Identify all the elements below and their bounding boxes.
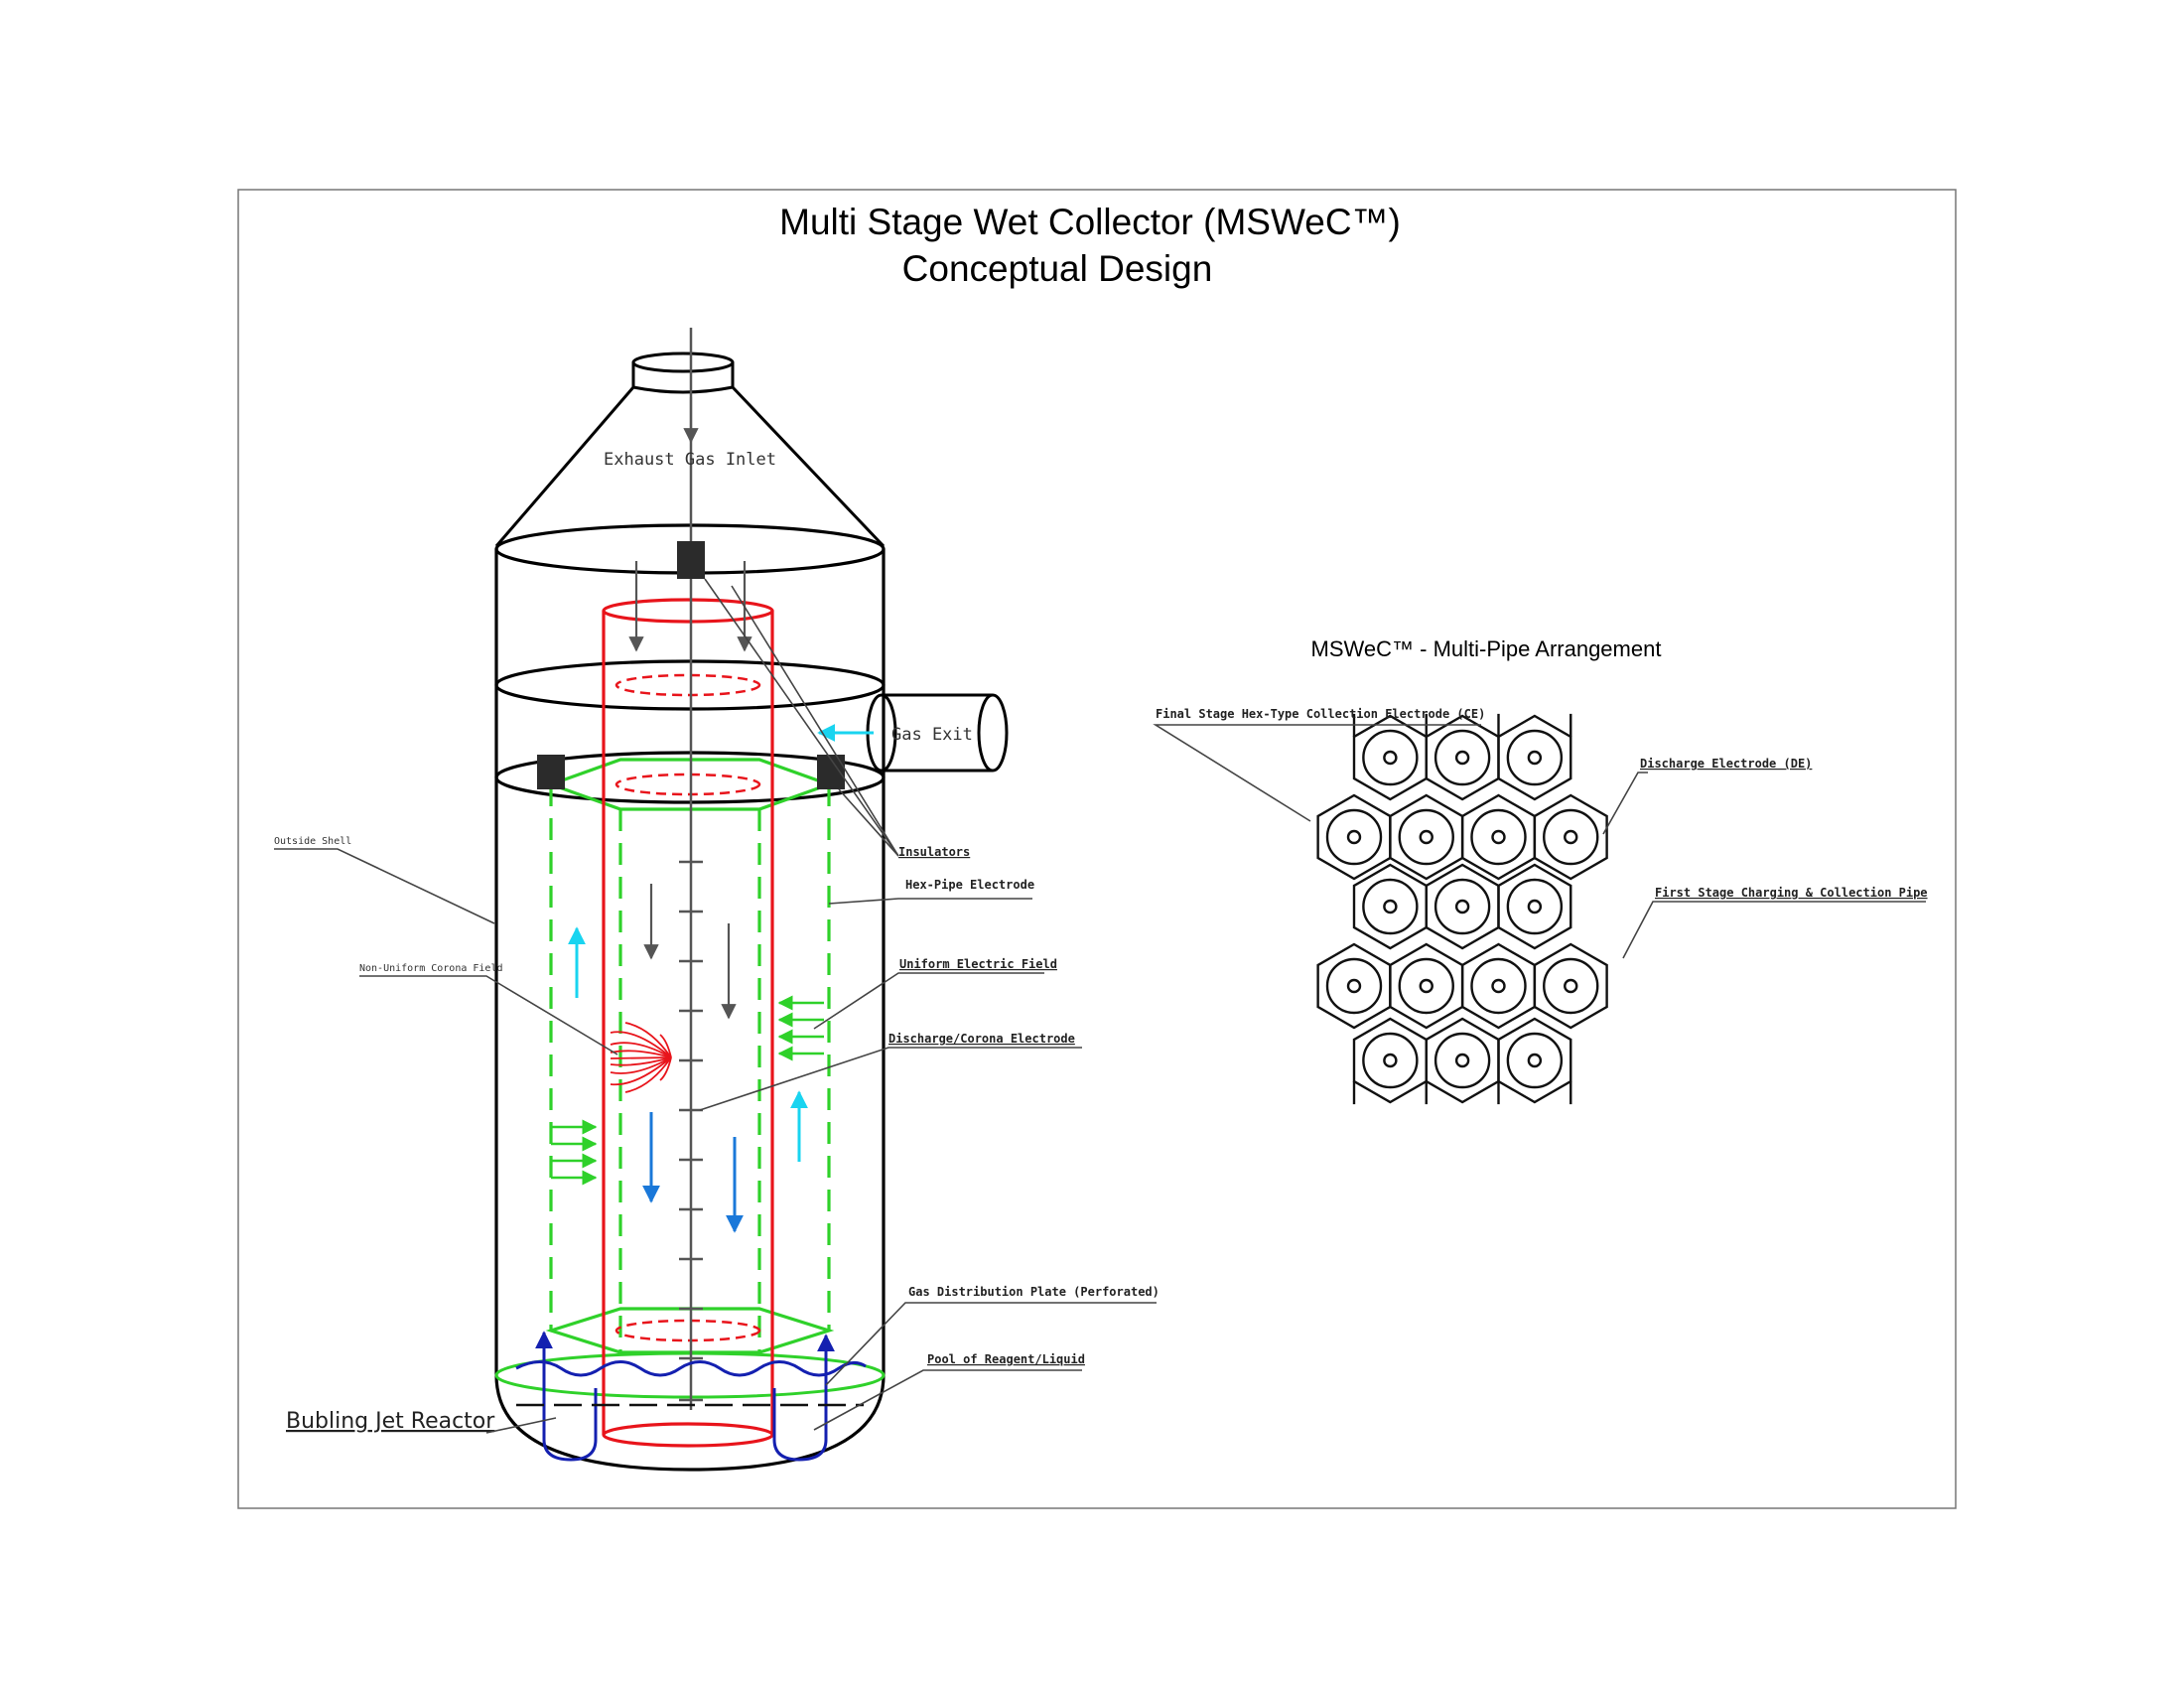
label-bubling-jet-reactor: Bubling Jet Reactor <box>286 1409 495 1434</box>
discharge-electrode <box>1419 829 1433 845</box>
hex-collection-electrode <box>1425 863 1500 950</box>
label-outside-shell: Outside Shell <box>274 836 351 847</box>
multi-pipe-arrangement: MSWeC™ - Multi-Pipe Arrangement Final St… <box>1153 636 1928 1105</box>
charging-collection-pipe <box>1506 878 1564 935</box>
charging-collection-pipe <box>1325 957 1383 1015</box>
discharge-electrode <box>1491 829 1506 845</box>
charging-collection-pipe <box>1543 957 1599 1015</box>
charging-collection-pipe <box>1433 1032 1491 1089</box>
hex-collection-electrode <box>1389 942 1464 1030</box>
label-final-stage-ce: Final Stage Hex-Type Collection Electrod… <box>1156 707 1485 721</box>
label-hex-pipe-electrode: Hex-Pipe Electrode <box>905 878 1034 892</box>
charging-collection-pipe <box>1362 1032 1419 1089</box>
charging-collection-pipe <box>1398 957 1454 1015</box>
charging-collection-pipe <box>1362 878 1419 935</box>
hex-collection-electrode <box>1425 714 1500 801</box>
label-pool-of-reagent: Pool of Reagent/Liquid <box>927 1352 1085 1366</box>
hex-collection-electrode <box>1497 863 1572 950</box>
discharge-electrode <box>1564 978 1578 994</box>
discharge-electrode <box>1419 978 1433 994</box>
hex-collection-electrode <box>1425 1017 1500 1104</box>
hex-collection-electrode <box>1533 793 1608 881</box>
hex-grid <box>1316 713 1608 1105</box>
hex-collection-electrode <box>1460 793 1537 881</box>
charging-collection-pipe <box>1543 808 1599 866</box>
inlet-cone <box>494 385 886 548</box>
insulators <box>537 541 845 789</box>
discharge-electrode <box>1564 829 1578 845</box>
discharge-electrode <box>1383 1053 1398 1068</box>
label-non-uniform-corona-field: Non-Uniform Corona Field <box>359 963 503 974</box>
charging-collection-pipe <box>1433 729 1491 786</box>
discharge-electrode <box>1346 978 1362 994</box>
bubbling-jet-reactor <box>515 1331 867 1462</box>
insulator-top <box>677 541 705 579</box>
hex-collection-electrode <box>1389 793 1464 881</box>
hex-collection-electrode <box>1497 1017 1572 1104</box>
insulator-left <box>537 755 565 789</box>
label-gas-exit: Gas Exit <box>891 725 973 745</box>
charging-collection-pipe <box>1325 808 1383 866</box>
arrangement-title: MSWeC™ - Multi-Pipe Arrangement <box>1311 636 1662 661</box>
discharge-electrode <box>1383 899 1398 914</box>
charging-collection-pipe <box>1362 729 1419 786</box>
discharge-electrode <box>1491 978 1506 994</box>
page-subtitle: Conceptual Design <box>902 248 1213 289</box>
collector-elevation <box>494 328 1009 1472</box>
hex-collection-electrode <box>1533 942 1608 1030</box>
hex-collection-electrode <box>1352 1017 1428 1104</box>
discharge-electrode <box>1346 829 1362 845</box>
elevation-labels: Exhaust Gas Inlet Gas Exit Insulators He… <box>274 450 1160 1434</box>
blue-flow-arrows <box>642 1112 744 1233</box>
charging-collection-pipe <box>1470 808 1527 866</box>
discharge-electrode <box>1527 750 1543 766</box>
label-insulators: Insulators <box>898 845 970 859</box>
label-discharge-corona-electrode: Discharge/Corona Electrode <box>888 1032 1075 1046</box>
label-first-stage-pipe: First Stage Charging & Collection Pipe <box>1655 886 1928 900</box>
uniform-field-arrows <box>551 995 824 1186</box>
corona-field <box>610 1022 672 1093</box>
discharge-electrode <box>1454 899 1470 914</box>
discharge-electrode <box>1454 1053 1470 1068</box>
hex-collection-electrode <box>1316 793 1392 881</box>
discharge-electrode <box>1383 750 1398 766</box>
hex-collection-electrode <box>1352 714 1428 801</box>
hex-collection-electrode <box>1460 942 1537 1030</box>
charging-collection-pipe <box>1433 878 1491 935</box>
discharge-electrode <box>1454 750 1470 766</box>
charging-collection-pipe <box>1506 729 1564 786</box>
discharge-electrode <box>1527 899 1543 914</box>
charging-collection-pipe <box>1398 808 1454 866</box>
charging-collection-pipe <box>1470 957 1527 1015</box>
discharge-electrode <box>1527 1053 1543 1068</box>
drawing-frame <box>237 189 1957 1509</box>
inlet-nozzle <box>631 352 735 394</box>
charging-collection-pipe <box>1506 1032 1564 1089</box>
discharge-electrode-rod <box>679 328 703 1410</box>
hex-collection-electrode <box>1352 863 1428 950</box>
first-stage-pipe <box>602 598 774 1448</box>
label-exhaust-gas-inlet: Exhaust Gas Inlet <box>604 450 776 470</box>
label-uniform-electric-field: Uniform Electric Field <box>899 957 1057 971</box>
hex-collection-electrode <box>1497 714 1572 801</box>
label-discharge-electrode-de: Discharge Electrode (DE) <box>1640 757 1812 771</box>
page-title: Multi Stage Wet Collector (MSWeC™) <box>779 202 1401 242</box>
cyan-flow-arrows <box>568 724 874 1162</box>
hex-collection-electrode <box>1316 942 1392 1030</box>
label-gas-distribution-plate: Gas Distribution Plate (Perforated) <box>908 1285 1160 1299</box>
